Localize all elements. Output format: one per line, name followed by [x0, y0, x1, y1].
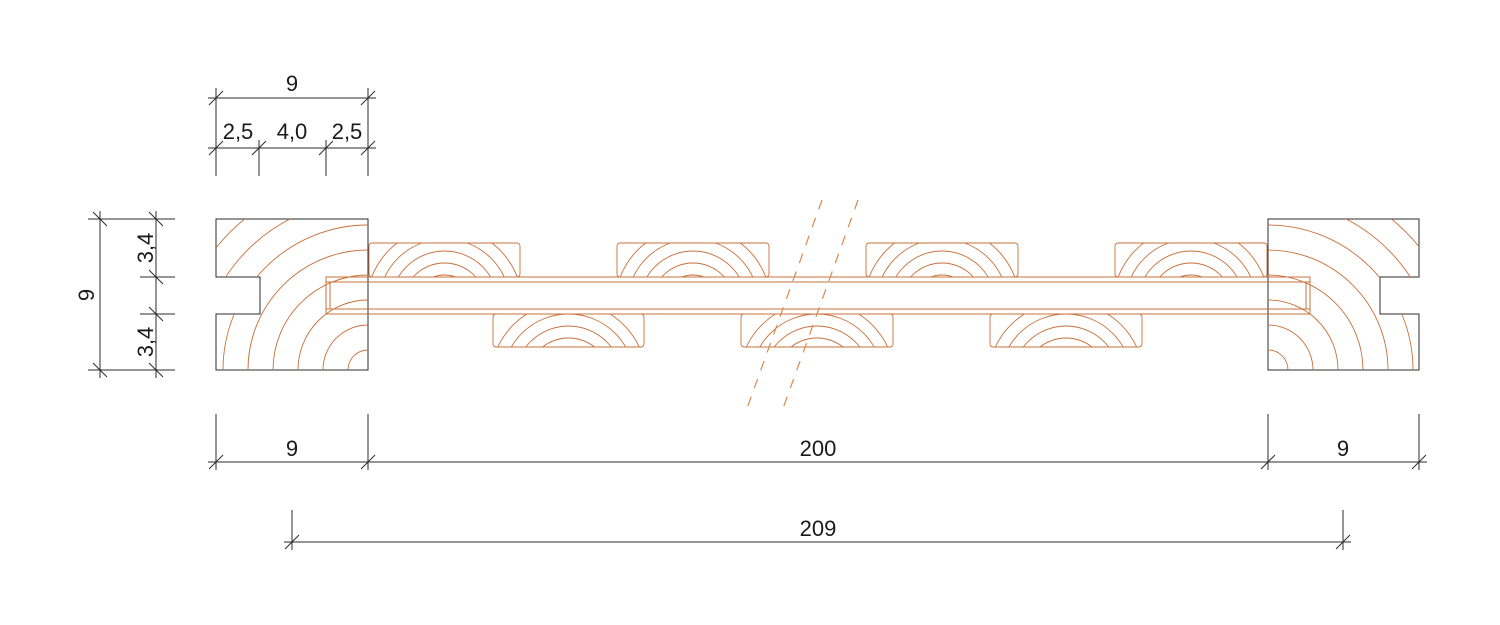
- dim-overall: 209: [800, 516, 837, 541]
- dim-top-left: 2,5: [223, 119, 254, 144]
- dim-left-total: 9: [74, 289, 99, 301]
- overall-dimension: 209: [284, 510, 1351, 550]
- dim-bottom-right: 9: [1337, 436, 1349, 461]
- right-post: [1267, 218, 1420, 371]
- middle-rail: [325, 276, 1311, 315]
- upper-board-1: [368, 242, 521, 278]
- lower-board-3: [989, 313, 1143, 348]
- dim-left-upper: 3,4: [133, 233, 158, 264]
- left-dimensions: 9 3,4 3,4: [74, 211, 175, 378]
- dim-bottom-left: 9: [286, 436, 298, 461]
- upper-board-2: [616, 242, 770, 278]
- dim-top-total: 9: [286, 71, 298, 96]
- dim-top-right: 2,5: [332, 119, 363, 144]
- left-post: [215, 218, 369, 371]
- lower-board-1: [492, 313, 645, 348]
- dim-bottom-middle: 200: [800, 436, 837, 461]
- top-dimensions: 9 2,5 4,0 2,5: [208, 71, 376, 176]
- break-lines: [744, 199, 859, 415]
- dim-top-middle: 4,0: [277, 119, 308, 144]
- upper-board-4: [1114, 242, 1268, 278]
- dim-left-lower: 3,4: [133, 327, 158, 358]
- lower-board-2: [740, 313, 894, 348]
- bottom-dimensions: 9 200 9: [208, 414, 1427, 470]
- upper-board-3: [865, 242, 1019, 278]
